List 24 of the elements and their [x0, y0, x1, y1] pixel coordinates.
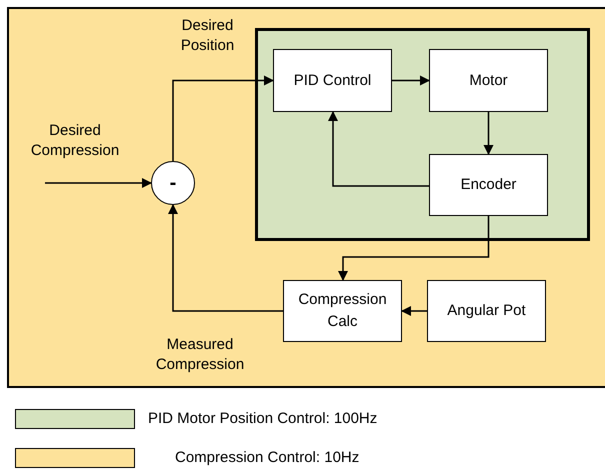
region-panel	[255, 28, 590, 241]
legend-label: Compression Control: 10Hz	[175, 448, 360, 468]
minus-sign: -	[170, 173, 176, 193]
region-panel	[7, 7, 605, 388]
arrow	[484, 112, 494, 155]
arrow	[328, 111, 429, 187]
arrow	[338, 216, 490, 281]
arrow	[392, 76, 430, 86]
process-box	[429, 49, 548, 112]
node-label: Compression Calc	[297, 290, 388, 332]
node-label: PID Control	[292, 70, 372, 90]
summing-junction	[151, 161, 195, 205]
legend-label: PID Motor Position Control: 100Hz	[148, 409, 378, 429]
arrow	[401, 306, 427, 316]
arrow	[172, 76, 274, 161]
process-box	[283, 280, 402, 342]
arrow	[45, 178, 152, 188]
node-label: Encoder	[460, 175, 518, 195]
process-box	[273, 49, 392, 112]
process-box	[429, 154, 548, 216]
node-label: Motor	[468, 70, 509, 90]
process-box	[427, 280, 546, 342]
node-label: Angular Pot	[446, 301, 527, 321]
arrow	[168, 204, 283, 312]
